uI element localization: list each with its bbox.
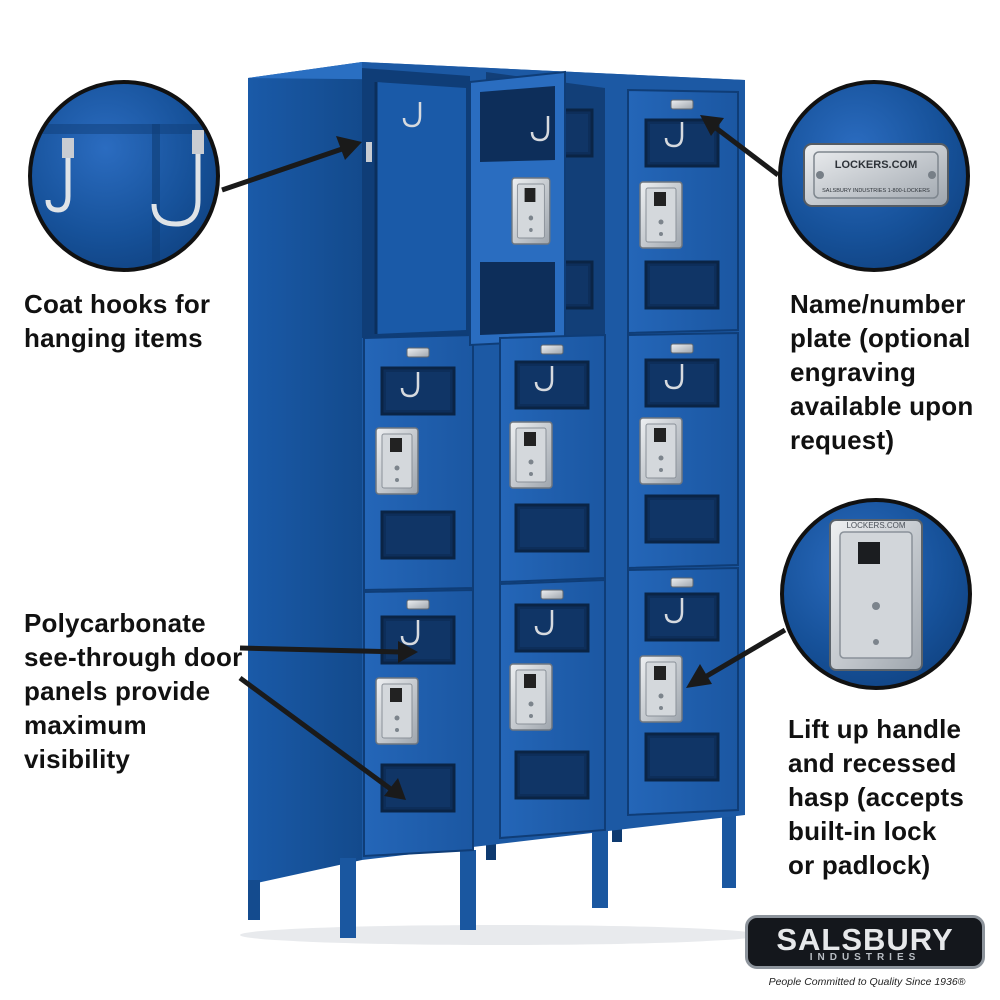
caption-line: maximum xyxy=(24,710,147,740)
plate-bottom-text: SALSBURY INDUSTRIES 1-800-LOCKERS xyxy=(822,188,930,194)
caption-line: hanging items xyxy=(24,323,203,353)
salsbury-logo: SALSBURY INDUSTRIES xyxy=(745,915,985,969)
arrow-polycarbonate-1 xyxy=(239,641,418,663)
caption-line: hasp (accepts xyxy=(788,782,965,812)
caption-line: plate (optional xyxy=(790,323,971,353)
caption-line: panels provide xyxy=(24,676,211,706)
brand-tagline: People Committed to Quality Since 1936® xyxy=(768,976,966,988)
caption-line: visibility xyxy=(24,744,131,774)
caption-line: Lift up handle xyxy=(788,714,962,744)
caption-line: Name/number xyxy=(790,289,966,319)
arrow-name-plate xyxy=(700,115,780,177)
arrow-polycarbonate-2 xyxy=(238,675,406,800)
handle-plate-text: LOCKERS.COM xyxy=(846,521,905,530)
caption-line: available upon xyxy=(790,391,974,421)
name-plate-icon: LOCKERS.COM SALSBURY INDUSTRIES 1-800-LO… xyxy=(803,143,949,207)
coat-hooks-callout xyxy=(28,80,220,272)
caption-handle: Lift up handle and recessed hasp (accept… xyxy=(788,712,964,882)
arrow-coat-hooks xyxy=(221,136,362,193)
caption-name-plate: Name/number plate (optional engraving av… xyxy=(790,287,973,457)
lift-handle-icon: LOCKERS.COM xyxy=(829,519,923,671)
caption-line: and recessed xyxy=(788,748,957,778)
brand-name: SALSBURY xyxy=(776,922,954,957)
caption-line: engraving xyxy=(790,357,917,387)
caption-line: Polycarbonate xyxy=(24,608,206,638)
caption-line: request) xyxy=(790,425,895,455)
caption-line: Coat hooks for xyxy=(24,289,211,319)
caption-line: or padlock) xyxy=(788,850,931,880)
name-plate-callout: LOCKERS.COM SALSBURY INDUSTRIES 1-800-LO… xyxy=(778,80,970,272)
caption-polycarbonate: Polycarbonate see-through door panels pr… xyxy=(24,606,242,776)
caption-coat-hooks: Coat hooks for hanging items xyxy=(24,287,210,355)
plate-top-text: LOCKERS.COM xyxy=(835,159,918,171)
caption-line: see-through door xyxy=(24,642,243,672)
arrow-handle xyxy=(686,627,787,688)
handle-callout: LOCKERS.COM xyxy=(780,498,972,690)
caption-line: built-in lock xyxy=(788,816,937,846)
coat-hook-icon xyxy=(32,124,216,268)
brand-sub: INDUSTRIES xyxy=(809,952,921,963)
